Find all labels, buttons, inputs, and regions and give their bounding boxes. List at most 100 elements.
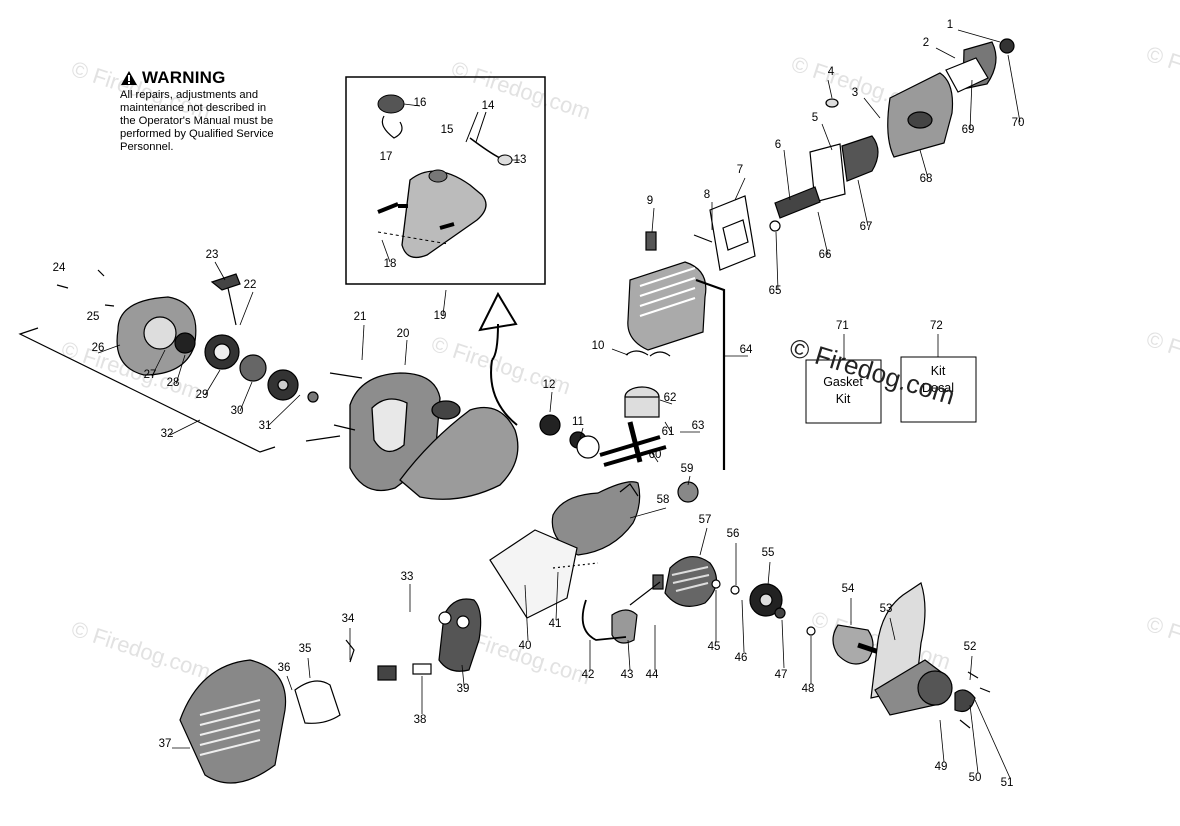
- part-number-70: 70: [1012, 117, 1025, 129]
- warning-body: All repairs, adjustments and maintenance…: [120, 89, 310, 154]
- part-number-47: 47: [775, 669, 788, 681]
- part-number-44: 44: [646, 669, 659, 681]
- part-number-labels: 1234567891011121314151617181920212223242…: [53, 19, 1025, 789]
- gear-head: [832, 582, 991, 729]
- part-number-1: 1: [947, 19, 953, 31]
- watermark-text: © Firedog.com: [68, 616, 213, 684]
- part-number-61: 61: [662, 426, 675, 438]
- starter-assembly: [18, 269, 319, 453]
- warning-heading: WARNING: [120, 68, 310, 88]
- part-number-58: 58: [657, 494, 670, 506]
- part-number-13: 13: [514, 154, 527, 166]
- part-number-5: 5: [812, 112, 818, 124]
- decal-kit-box: [900, 356, 977, 423]
- part-number-40: 40: [519, 640, 532, 652]
- gasket-kit-label: Kit: [836, 392, 851, 406]
- part-number-55: 55: [762, 547, 775, 559]
- part-number-41: 41: [549, 618, 562, 630]
- part-number-39: 39: [457, 683, 470, 695]
- part-number-59: 59: [681, 463, 694, 475]
- part-number-11: 11: [572, 416, 584, 428]
- part-number-68: 68: [920, 173, 933, 185]
- part-number-33: 33: [401, 571, 414, 583]
- part-number-28: 28: [167, 377, 180, 389]
- warning-notice: WARNING All repairs, adjustments and mai…: [120, 68, 310, 154]
- part-number-56: 56: [727, 528, 740, 540]
- warning-line: Personnel.: [120, 141, 174, 153]
- part-number-15: 15: [441, 124, 454, 136]
- warning-line: All repairs, adjustments and: [120, 89, 259, 101]
- part-number-63: 63: [692, 420, 705, 432]
- part-number-37: 37: [159, 738, 172, 750]
- part-number-42: 42: [582, 669, 595, 681]
- cylinder-assembly: [539, 231, 726, 503]
- muffler-carb: [709, 38, 1015, 271]
- part-number-57: 57: [699, 514, 712, 526]
- kit-boxes: 71 72 Gasket Kit Kit Decal © Firedog.com: [786, 320, 977, 424]
- part-number-21: 21: [354, 311, 367, 323]
- part-number-65: 65: [769, 285, 782, 297]
- part-number-54: 54: [842, 583, 855, 595]
- part-number-18: 18: [384, 258, 397, 270]
- part-number-20: 20: [397, 328, 410, 340]
- part-number-34: 34: [342, 613, 355, 625]
- watermark-text: © Firedog.com: [448, 56, 593, 124]
- warning-line: performed by Qualified Service: [120, 128, 274, 140]
- part-number-46: 46: [735, 652, 748, 664]
- part-number-26: 26: [92, 342, 105, 354]
- warning-line: the Operator's Manual must be: [120, 115, 274, 127]
- part-number-23: 23: [206, 249, 219, 261]
- part-number-19: 19: [434, 310, 447, 322]
- warning-line: maintenance not described in: [120, 102, 267, 114]
- decal-kit-label: Kit: [931, 364, 946, 378]
- part-number-52: 52: [964, 641, 977, 653]
- engine-housing: [305, 372, 519, 500]
- part-number-69: 69: [962, 124, 975, 136]
- part-number-45: 45: [708, 641, 721, 653]
- warning-title: WARNING: [142, 68, 226, 87]
- decal-kit-label: Decal: [922, 381, 954, 395]
- kit-number: 71: [836, 320, 849, 332]
- part-number-24: 24: [53, 262, 66, 274]
- warning-triangle-icon: [121, 71, 137, 85]
- fuel-tank-inset: [345, 76, 546, 285]
- leader-lines: [97, 29, 1021, 779]
- part-number-2: 2: [923, 37, 929, 49]
- part-number-36: 36: [278, 662, 291, 674]
- part-number-62: 62: [664, 392, 677, 404]
- part-number-22: 22: [244, 279, 257, 291]
- part-number-27: 27: [144, 369, 157, 381]
- part-number-64: 64: [740, 344, 753, 356]
- part-number-4: 4: [828, 66, 835, 78]
- part-number-3: 3: [852, 87, 858, 99]
- part-number-32: 32: [161, 428, 174, 440]
- part-number-14: 14: [482, 100, 495, 112]
- part-number-12: 12: [543, 379, 556, 391]
- part-number-53: 53: [880, 603, 893, 615]
- gasket-kit-label: Gasket: [823, 375, 863, 389]
- part-number-51: 51: [1001, 777, 1014, 789]
- part-number-66: 66: [819, 249, 832, 261]
- flywheel-clutch: [581, 556, 816, 644]
- part-number-29: 29: [196, 389, 209, 401]
- part-number-48: 48: [802, 683, 815, 695]
- crankcase: [489, 481, 641, 619]
- part-number-67: 67: [860, 221, 873, 233]
- watermark-text: © Firedog.com: [1143, 41, 1180, 109]
- part-number-25: 25: [87, 311, 100, 323]
- part-number-7: 7: [737, 164, 743, 176]
- part-number-8: 8: [704, 189, 710, 201]
- gasket-kit-box: [805, 359, 882, 424]
- watermark-text: © Firedog.com: [1143, 326, 1180, 394]
- part-number-50: 50: [969, 772, 982, 784]
- part-number-17: 17: [380, 151, 393, 163]
- part-number-43: 43: [621, 669, 634, 681]
- watermark-text: © Firedog.com: [1143, 611, 1180, 679]
- part-number-31: 31: [259, 420, 272, 432]
- part-number-49: 49: [935, 761, 948, 773]
- part-number-16: 16: [414, 97, 427, 109]
- kit-number: 72: [930, 320, 943, 332]
- part-number-30: 30: [231, 405, 244, 417]
- part-number-38: 38: [414, 714, 427, 726]
